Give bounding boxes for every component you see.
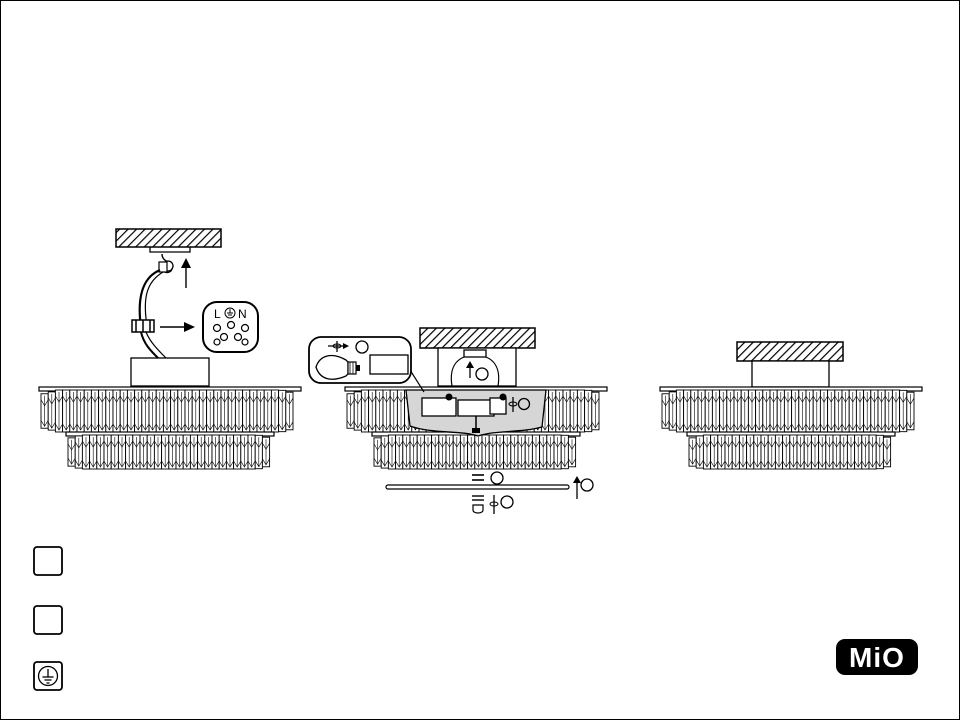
brand-logo-text: MiO	[849, 642, 905, 673]
earth-symbol-icon	[224, 307, 236, 319]
crystal-lamp	[659, 386, 923, 470]
socket-box	[457, 399, 495, 417]
up-arrow-icon	[181, 258, 191, 288]
canopy-box	[130, 357, 210, 387]
right-arrow-icon	[160, 322, 195, 332]
legend	[33, 546, 63, 691]
canopy-box	[751, 360, 830, 388]
step-2-bulbs	[308, 327, 608, 514]
ceiling-hatch	[115, 228, 222, 248]
finial-twist-icon	[472, 495, 514, 514]
rod-equals-symbol	[472, 471, 504, 485]
terminal-live-label: L	[214, 307, 221, 321]
step-3-assembled	[659, 341, 923, 470]
bulb-twist-icon	[508, 397, 531, 412]
terminal-neutral-label: N	[238, 307, 247, 321]
ceiling-hatch	[736, 341, 844, 362]
step-1-wiring: L N	[38, 228, 302, 470]
socket-box	[421, 397, 457, 417]
supply-cable	[138, 268, 161, 331]
candle-bulb-icon	[315, 354, 360, 380]
ceiling-hatch	[419, 327, 536, 349]
protective-earth-icon	[33, 661, 63, 691]
mounting-hook	[149, 247, 191, 253]
glass-rod	[385, 476, 594, 499]
legend-box-2	[33, 605, 63, 635]
socket-box	[489, 397, 507, 415]
terminal-block: L N	[202, 301, 259, 353]
legend-box-1	[33, 546, 63, 576]
crystal-lamp	[38, 386, 302, 470]
bulb-callout	[308, 336, 425, 393]
brand-logo: MiO	[836, 639, 918, 675]
callout-socket	[369, 354, 409, 375]
